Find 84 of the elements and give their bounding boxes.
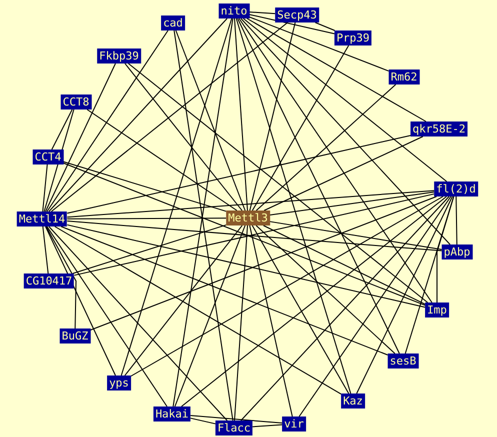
gene-node: Prp39 (334, 30, 372, 46)
connector-line (74, 193, 435, 276)
connector-line (298, 196, 452, 417)
connector-line (252, 225, 350, 394)
connector-line (48, 226, 228, 421)
gene-node: fl(2)d (434, 182, 478, 196)
gene-node: cad (161, 16, 185, 30)
connector-line (256, 84, 396, 211)
connector-line (240, 196, 450, 421)
connector-line (269, 221, 442, 250)
gene-node: Secp43 (275, 8, 319, 22)
connector-line (242, 18, 448, 182)
connector-line (62, 161, 227, 212)
connector-line (356, 196, 453, 394)
connector-line (45, 63, 116, 212)
connector-line (130, 196, 444, 377)
connector-line (42, 164, 48, 212)
gene-node: Flacc (215, 420, 253, 436)
gene-node: Fkbp39 (97, 48, 141, 64)
gene-node: Imp (425, 302, 449, 318)
connector-line (120, 18, 232, 376)
gene-node: BuGZ (60, 328, 90, 344)
connector-line (90, 196, 438, 331)
connector-line (46, 30, 168, 212)
gene-node: pAbp (442, 244, 472, 260)
connector-line (249, 225, 293, 417)
connector-line (269, 192, 435, 216)
connector-line (175, 30, 246, 211)
connector-line (42, 226, 49, 274)
gene-node: Rm62 (388, 70, 420, 84)
connector-line (124, 63, 243, 211)
connector-line (46, 226, 168, 407)
connector-line (124, 225, 243, 376)
connector-line (60, 226, 388, 356)
connector-line (66, 218, 227, 220)
gene-node: yps (107, 376, 131, 390)
connector-line (249, 22, 296, 211)
connector-line (54, 226, 342, 395)
gene-node: sesB (388, 354, 418, 368)
connector-line (252, 45, 350, 211)
connector-line (66, 134, 411, 214)
gene-node: vir (282, 416, 306, 432)
connector-line (234, 18, 248, 211)
connector-line (66, 220, 442, 252)
connector-line (314, 22, 336, 31)
gene-node: qkr58E-2 (410, 122, 468, 136)
connector-line (174, 225, 246, 407)
connector-line (72, 224, 227, 274)
connector-line (240, 18, 451, 245)
connector-line (262, 225, 426, 305)
connector-line (248, 11, 276, 14)
gene-node: Hakai (153, 406, 191, 422)
connector-line (180, 196, 448, 407)
connector-line (190, 415, 283, 424)
connector-line (456, 196, 458, 245)
connector-line (190, 418, 216, 424)
connector-line (86, 109, 238, 211)
connector-line (46, 226, 76, 329)
connector-line (51, 109, 73, 150)
connector-line (252, 424, 283, 428)
connector-line (248, 14, 335, 34)
connector-line (237, 18, 400, 354)
connector-line (48, 18, 228, 212)
connector-line (45, 226, 116, 376)
connector-line (238, 18, 432, 303)
connector-line (256, 225, 396, 354)
gene-node: nito (218, 4, 250, 18)
connector-line (50, 22, 288, 212)
gene-node: CCT8 (60, 94, 92, 110)
connector-line (66, 190, 435, 218)
connector-line (246, 18, 426, 122)
connector-line (66, 224, 426, 308)
connector-line (234, 225, 248, 421)
connector-line (62, 162, 426, 306)
query-node: Mettl3 (226, 210, 270, 226)
connector-line (248, 16, 390, 72)
gene-node: CG10417 (24, 274, 74, 288)
gene-node: Kaz (341, 394, 365, 408)
connector-line (236, 18, 352, 394)
connector-line (264, 136, 424, 211)
gene-node: Mettl14 (16, 212, 68, 226)
connector-line (128, 63, 428, 303)
gene-node: CCT4 (32, 150, 64, 164)
connector-line (404, 196, 454, 354)
